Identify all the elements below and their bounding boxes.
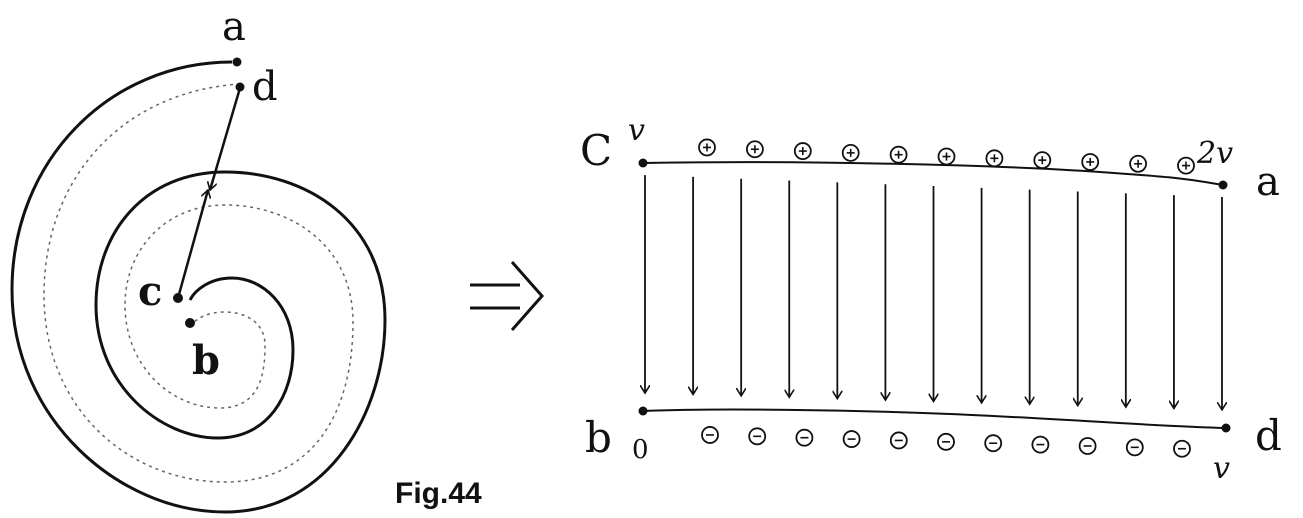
positive-charge [1129,154,1147,173]
positive-charge [889,145,908,164]
corner-point-c [638,158,648,168]
spiral-inner-dotted [43,83,354,483]
negative-charge [842,430,861,448]
field-arrows [645,175,1222,410]
positive-charge [793,142,812,160]
corner-label-b: b [585,413,612,462]
spiral-drawing: a d c b [10,4,387,514]
spiral-point-a [232,57,242,67]
unrolled-diagram: C a b d v 2v 0 v [580,113,1282,486]
spiral-point-c [173,293,183,303]
corner-point-d [1221,423,1231,433]
positive-charge [1033,151,1052,170]
spiral-arrow-d-down [210,87,242,190]
corner-label-c: C [580,126,612,175]
spiral-point-b [185,318,195,328]
positive-charge [698,138,716,157]
figure-caption: Fig.44 [395,477,482,510]
potential-label-bottom-right: v [1213,451,1230,486]
negative-charge [889,431,908,450]
corner-label-a: a [1256,159,1280,205]
negative-charge [1078,437,1097,455]
corner-point-b [638,406,648,416]
spiral-label-d: d [252,64,278,110]
bottom-edge [642,408,1227,429]
positive-charge [841,143,860,162]
negative-charges [701,426,1191,458]
negative-charge [795,428,814,447]
positive-charges [698,138,1195,175]
potential-label-bottom-left: 0 [632,435,649,465]
spiral-point-d [235,82,245,92]
potential-label-top-left: v [628,113,645,148]
potential-label-top-right: 2v [1196,136,1233,171]
positive-charge [937,147,956,166]
spiral-outer-solid [10,60,387,514]
corner-label-d: d [1255,411,1282,460]
positive-charge [1177,156,1195,175]
spiral-label-a: a [222,4,246,50]
negative-charge [1173,439,1191,458]
top-edge [642,161,1224,186]
negative-charge [1125,438,1144,457]
positive-charge [985,149,1004,168]
spiral-arrow-c-up [176,190,208,299]
negative-charge [748,427,767,446]
negative-charge [1031,435,1050,454]
corner-point-a [1218,180,1228,190]
negative-charge [984,434,1003,453]
spiral-label-c: c [138,268,162,315]
positive-charge [1081,153,1100,171]
negative-charge [701,426,719,444]
implies-arrow: ⇒ [470,261,545,331]
negative-charge [937,432,955,451]
positive-charge [746,140,764,159]
spiral-label-b: b [192,337,220,384]
